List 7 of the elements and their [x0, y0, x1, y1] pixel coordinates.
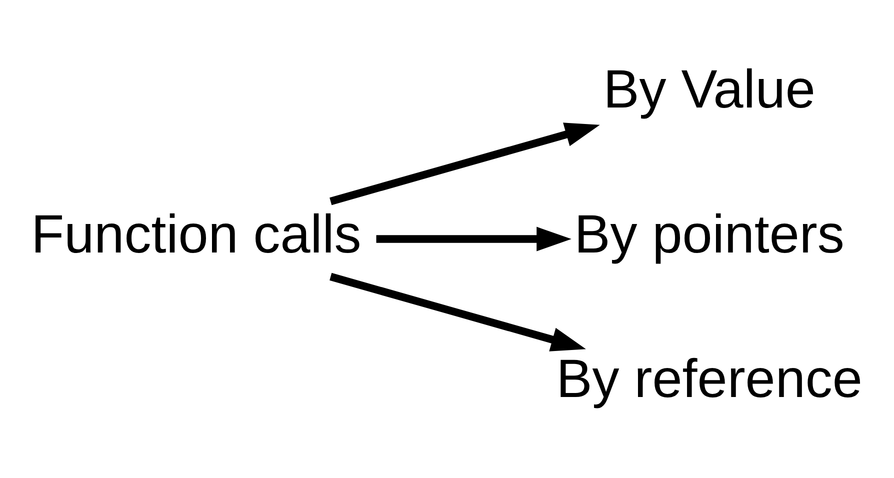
arrow [376, 226, 572, 252]
node-text: By Value [603, 60, 816, 120]
node-text: Function calls [31, 204, 362, 264]
arrow [330, 272, 586, 352]
node-text: By reference [556, 348, 862, 409]
arrow [330, 122, 600, 206]
node-text: By pointers [574, 204, 844, 264]
